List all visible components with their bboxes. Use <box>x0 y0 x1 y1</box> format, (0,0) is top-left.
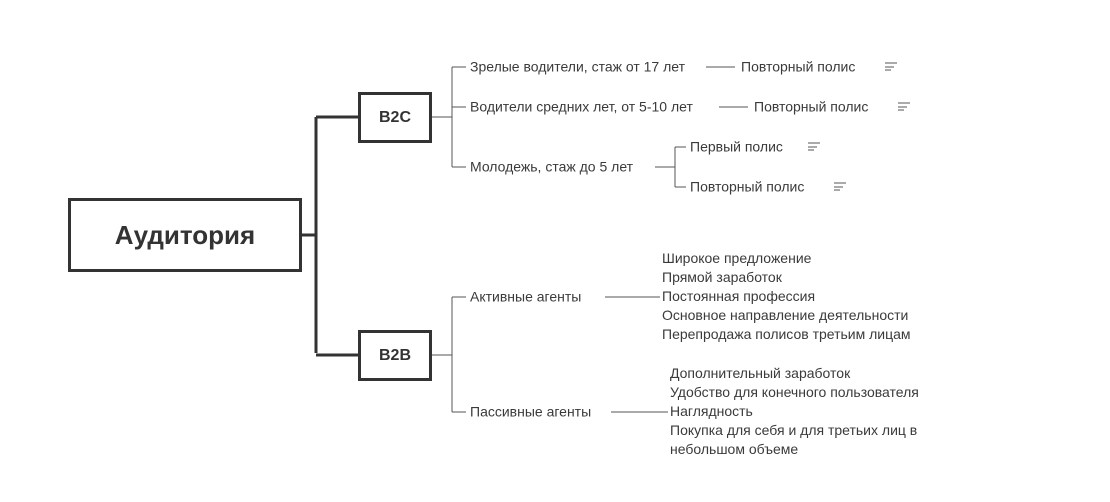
list-item: Постоянная профессия <box>662 288 816 304</box>
node-middle-drivers[interactable]: Водители средних лет, от 5-10 лет <box>470 98 693 115</box>
node-repeat-policy[interactable]: Повторный полис <box>690 178 805 195</box>
active-agents-list[interactable]: Широкое предложение Прямой заработок Пос… <box>662 249 911 344</box>
passive-agents-list[interactable]: Дополнительный заработок Удобство для ко… <box>670 364 919 459</box>
notes-icon[interactable] <box>898 102 910 112</box>
node-repeat-policy[interactable]: Повторный полис <box>754 98 869 115</box>
list-item: Наглядность <box>670 403 753 419</box>
b2c-node[interactable]: B2C <box>358 92 432 143</box>
node-first-policy[interactable]: Первый полис <box>690 138 783 155</box>
node-mature-drivers[interactable]: Зрелые водители, стаж от 17 лет <box>470 58 686 75</box>
notes-icon[interactable] <box>808 142 820 152</box>
list-item: Перепродажа полисов третьим лицам <box>662 326 911 342</box>
notes-icon[interactable] <box>885 62 897 72</box>
list-item: небольшом объеме <box>670 441 799 457</box>
list-item: Покупка для себя и для третьих лиц в <box>670 422 918 438</box>
root-node[interactable]: Аудитория <box>68 198 302 272</box>
list-item: Основное направление деятельности <box>662 307 909 323</box>
notes-icon[interactable] <box>834 182 846 192</box>
b2b-node[interactable]: B2B <box>358 330 432 381</box>
node-young-drivers[interactable]: Молодежь, стаж до 5 лет <box>470 158 634 175</box>
node-passive-agents[interactable]: Пассивные агенты <box>470 403 592 420</box>
node-repeat-policy[interactable]: Повторный полис <box>741 58 856 75</box>
list-item: Широкое предложение <box>662 250 812 266</box>
list-item: Прямой заработок <box>662 269 782 285</box>
node-active-agents[interactable]: Активные агенты <box>470 288 582 305</box>
list-item: Дополнительный заработок <box>670 365 851 381</box>
list-item: Удобство для конечного пользователя <box>670 384 919 400</box>
